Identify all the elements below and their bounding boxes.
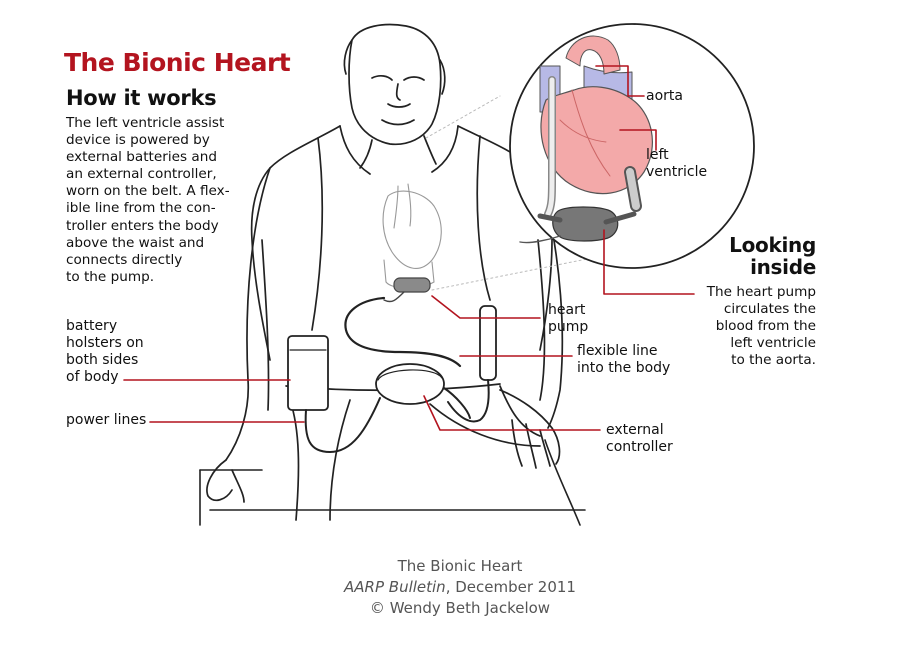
diagram-subtitle: How it works (66, 86, 217, 110)
caption-source: AARP Bulletin, December 2011 (344, 578, 576, 596)
external-controller-illustration (375, 363, 471, 419)
label-flexible-line: flexible line into the body (577, 343, 671, 376)
description-text: The left ventricle assist device is powe… (66, 115, 230, 285)
zoom-guide-lines (425, 95, 593, 291)
heart-pump-leader (431, 295, 541, 319)
label-external-controller: external controller (606, 422, 673, 455)
label-heart-pump: heart pump (548, 302, 589, 335)
looking-inside-text: The heart pump circulates the blood from… (706, 284, 816, 369)
chest-pump-illustration (383, 277, 431, 303)
power-lines (304, 379, 490, 453)
label-aorta: aorta (646, 88, 683, 104)
battery-holster-right (479, 305, 497, 381)
looking-inside-leader (603, 229, 695, 295)
driveline-cable (344, 296, 462, 368)
leader-lines (123, 65, 695, 431)
chair-illustration (199, 439, 586, 526)
label-left-ventricle: left ventricle (646, 147, 708, 180)
magnified-heart-view (509, 23, 755, 269)
figure-caption: The Bionic Heart AARP Bulletin, December… (260, 556, 660, 619)
left-ventricle-leader (619, 129, 657, 151)
label-battery-holsters: battery holsters on both sides of body (66, 318, 144, 385)
label-power-lines: power lines (66, 412, 147, 428)
chest-heart-sketch (382, 183, 442, 289)
battery-holster-left (287, 335, 329, 411)
caption-copyright: © Wendy Beth Jackelow (369, 599, 551, 617)
external-controller-leader (423, 395, 601, 431)
diagram-title: The Bionic Heart (64, 48, 291, 77)
caption-title: The Bionic Heart (397, 557, 523, 575)
looking-inside-heading: Looking inside (729, 233, 816, 279)
aorta-leader (595, 65, 645, 97)
